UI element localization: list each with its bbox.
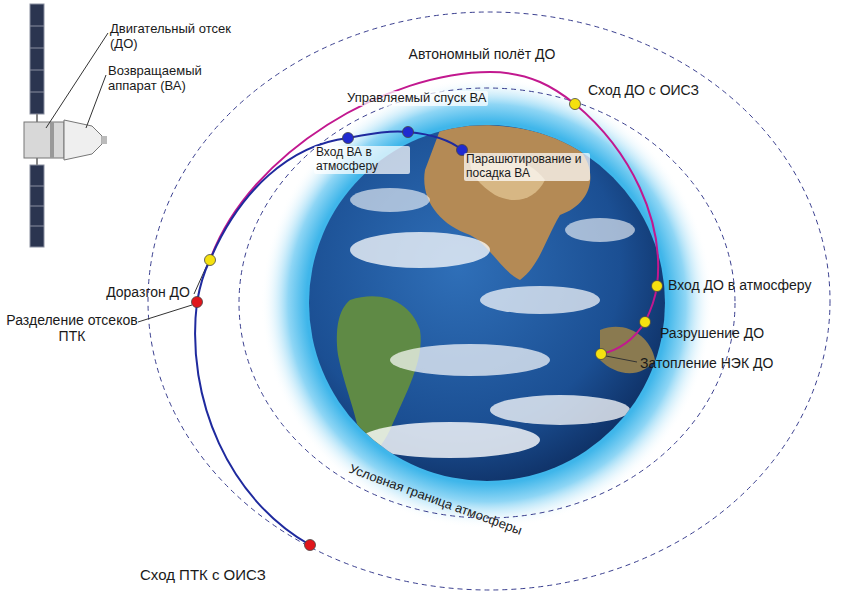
orbit-circle [148,12,830,590]
phase-label: Автономный полёт ДО [392,46,572,62]
earth-globe [309,125,665,481]
event-label: Парашютирование и посадка ВА [464,153,590,181]
atmosphere-boundary [239,88,735,518]
part-label: Возвращаемый аппарат (ВА) [108,64,223,94]
event-point [192,99,663,551]
part-label: Двигательный отсек (ДО) [110,22,235,52]
capsule-trajectory [195,131,462,545]
event-label: Разделение отсеков ПТК [6,312,138,344]
phase-label: Управляемый спуск ВА [345,91,488,106]
atmosphere-halo [261,77,713,529]
event-label: Затопление НЭК ДО [640,355,773,371]
event-label: Сход ДО с ОИСЗ [588,82,699,98]
event-label: Разрушение ДО [660,325,764,341]
engine-module-trajectory [210,72,658,354]
spacecraft-figure [24,4,107,247]
event-label: Вход ВА в атмосферу [314,146,410,174]
event-label: Вход ДО в атмосферу [668,277,811,293]
event-label: Доразгон ДО [50,284,190,300]
event-label: Сход ПТК с ОИСЗ [140,566,266,583]
